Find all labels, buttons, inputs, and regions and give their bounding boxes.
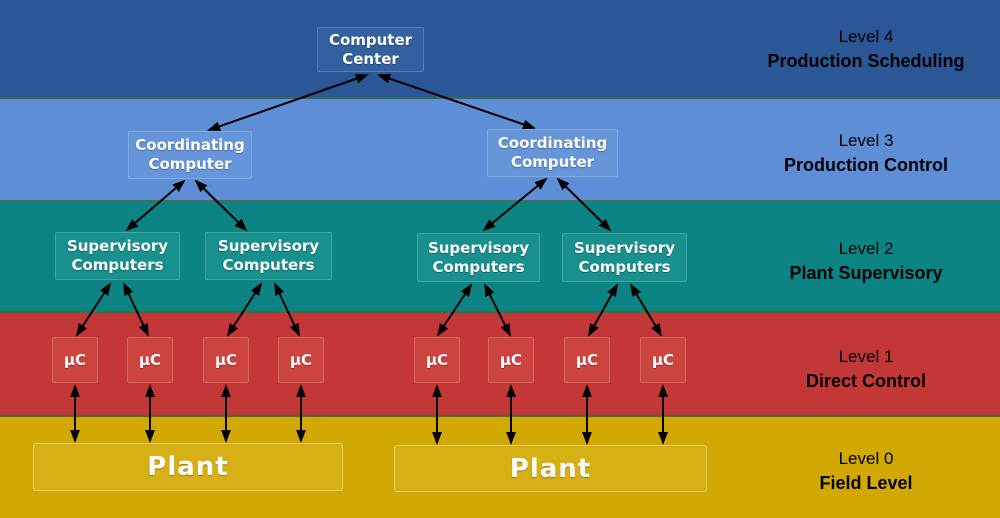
node-supervisory-computers-3: Supervisory Computers bbox=[417, 233, 540, 282]
level-label-1: Level 1 Direct Control bbox=[741, 345, 991, 393]
level-name: Production Control bbox=[784, 155, 948, 175]
band-divider bbox=[0, 200, 1000, 202]
node-supervisory-computers-1: Supervisory Computers bbox=[55, 232, 180, 280]
level-name: Field Level bbox=[819, 473, 913, 493]
level-number: Level 4 bbox=[838, 27, 894, 46]
node-label-line: µC bbox=[138, 350, 162, 369]
node-microcontroller-6: µC bbox=[488, 337, 534, 383]
node-label-line: Supervisory bbox=[66, 237, 169, 255]
node-label-line: Supervisory bbox=[573, 238, 676, 257]
node-label-line: Computers bbox=[222, 256, 315, 274]
band-divider bbox=[0, 97, 1000, 99]
node-microcontroller-1: µC bbox=[52, 337, 98, 383]
node-label-line: µC bbox=[499, 350, 523, 369]
node-plant-left: Plant bbox=[33, 443, 343, 491]
level-number: Level 0 bbox=[838, 449, 894, 468]
node-label-line: Coordinating bbox=[135, 136, 245, 154]
level-name: Plant Supervisory bbox=[789, 263, 943, 283]
node-computer-center: Computer Center bbox=[317, 27, 424, 72]
level-name: Direct Control bbox=[805, 371, 926, 391]
node-microcontroller-7: µC bbox=[564, 337, 610, 383]
node-label-line: Computers bbox=[432, 257, 525, 276]
node-label-line: Supervisory bbox=[427, 238, 530, 257]
node-supervisory-computers-2: Supervisory Computers bbox=[205, 232, 332, 280]
node-microcontroller-2: µC bbox=[127, 337, 173, 383]
node-label-line: µC bbox=[575, 350, 599, 369]
level-name: Production Scheduling bbox=[767, 51, 965, 71]
level-label-4: Level 4 Production Scheduling bbox=[741, 25, 991, 73]
node-label-line: Computers bbox=[71, 256, 164, 274]
level-label-0: Level 0 Field Level bbox=[741, 447, 991, 495]
node-microcontroller-4: µC bbox=[278, 337, 324, 383]
node-microcontroller-8: µC bbox=[640, 337, 686, 383]
node-label-line: Computer bbox=[510, 153, 595, 171]
node-label-line: µC bbox=[214, 350, 238, 369]
node-label-line: µC bbox=[289, 350, 313, 369]
level-label-3: Level 3 Production Control bbox=[741, 129, 991, 177]
node-supervisory-computers-4: Supervisory Computers bbox=[562, 233, 687, 282]
node-microcontroller-3: µC bbox=[203, 337, 249, 383]
node-label-line: Coordinating bbox=[497, 134, 608, 152]
band-divider bbox=[0, 415, 1000, 417]
node-label-line: Supervisory bbox=[217, 237, 320, 255]
node-label-line: µC bbox=[63, 350, 87, 369]
level-number: Level 1 bbox=[838, 347, 894, 366]
node-label-line: Computer bbox=[328, 30, 413, 49]
node-microcontroller-5: µC bbox=[414, 337, 460, 383]
level-number: Level 3 bbox=[838, 131, 894, 150]
node-label-line: Plant bbox=[147, 452, 229, 482]
node-label-line: Computers bbox=[578, 257, 671, 276]
level-label-2: Level 2 Plant Supervisory bbox=[741, 237, 991, 285]
node-coordinating-computer-right: Coordinating Computer bbox=[487, 129, 618, 177]
band-divider bbox=[0, 311, 1000, 313]
level-number: Level 2 bbox=[838, 239, 894, 258]
node-label-line: Center bbox=[342, 49, 399, 68]
node-label-line: Computer bbox=[148, 155, 232, 173]
node-label-line: Plant bbox=[509, 453, 592, 484]
node-label-line: µC bbox=[425, 350, 449, 369]
node-plant-right: Plant bbox=[394, 445, 707, 492]
node-label-line: µC bbox=[651, 350, 675, 369]
node-coordinating-computer-left: Coordinating Computer bbox=[128, 131, 252, 179]
